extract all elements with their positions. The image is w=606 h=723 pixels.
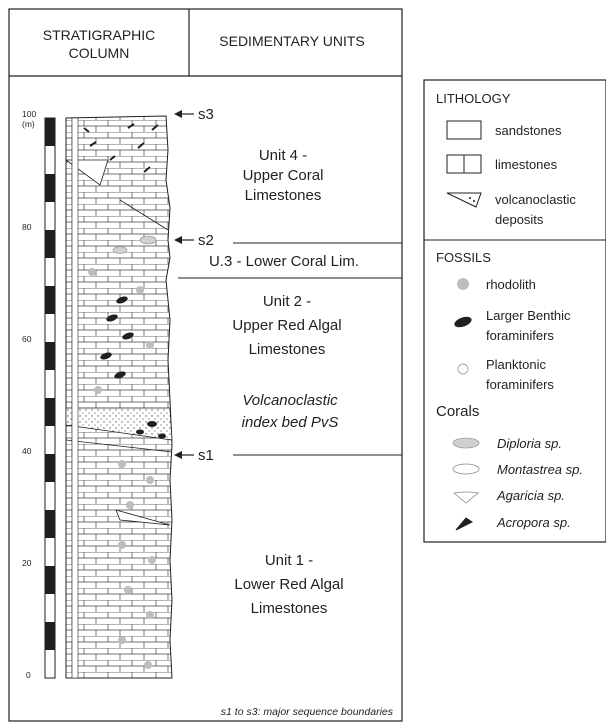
legend-agaricia: Agaricia sp. bbox=[496, 488, 565, 503]
unit2-line3: Limestones bbox=[249, 341, 326, 358]
rhodolith-icon bbox=[457, 278, 469, 290]
tick-unit: (m) bbox=[22, 119, 35, 129]
unit1-line1: Unit 1 - bbox=[265, 552, 313, 569]
unit4-line2: Upper Coral bbox=[243, 167, 324, 184]
legend-lithology-title: LITHOLOGY bbox=[436, 91, 511, 106]
sandstone-swatch bbox=[447, 121, 481, 139]
legend-planktonic: Planktonic bbox=[486, 357, 546, 372]
unit1-line2: Lower Red Algal bbox=[234, 576, 343, 593]
unit2-line1: Unit 2 - bbox=[263, 293, 311, 310]
legend-deposits: deposits bbox=[495, 212, 544, 227]
unit1-line3: Limestones bbox=[251, 600, 328, 617]
unit4-line3: Limestones bbox=[245, 187, 322, 204]
stratigraphic-column bbox=[66, 116, 172, 678]
legend-sandstones: sandstones bbox=[495, 123, 562, 138]
tick-40: 40 bbox=[22, 446, 32, 456]
tick-100: 100 bbox=[22, 109, 36, 119]
tick-60: 60 bbox=[22, 334, 32, 344]
planktonic-foram-icon bbox=[458, 364, 468, 374]
legend-rhodolith: rhodolith bbox=[486, 277, 536, 292]
montastrea-icon bbox=[453, 464, 479, 474]
unit4-line1: Unit 4 - bbox=[259, 147, 307, 164]
legend-larger-benthic-2: foraminifers bbox=[486, 328, 554, 343]
diploria-icon bbox=[453, 438, 479, 448]
unit3-label: U.3 - Lower Coral Lim. bbox=[209, 253, 359, 270]
footnote: s1 to s3: major sequence boundaries bbox=[221, 706, 394, 718]
tick-80: 80 bbox=[22, 222, 32, 232]
limestone-swatch bbox=[447, 155, 481, 173]
header-stratigraphic: STRATIGRAPHIC bbox=[43, 27, 156, 43]
unit2-line2: Upper Red Algal bbox=[232, 317, 341, 334]
tick-0: 0 bbox=[26, 670, 31, 680]
legend-diploria: Diploria sp. bbox=[497, 436, 562, 451]
legend-larger-benthic: Larger Benthic bbox=[486, 308, 571, 323]
legend-limestones: limestones bbox=[495, 157, 558, 172]
tick-20: 20 bbox=[22, 558, 32, 568]
boundary-s3 bbox=[174, 110, 194, 118]
legend-volcanoclastic: volcanoclastic bbox=[495, 192, 576, 207]
header-sedimentary-units: SEDIMENTARY UNITS bbox=[219, 33, 364, 49]
legend-fossils-title: FOSSILS bbox=[436, 250, 491, 265]
boundary-s3-label: s3 bbox=[198, 106, 214, 123]
legend-acropora: Acropora sp. bbox=[496, 515, 571, 530]
index-bed-line1: Volcanoclastic bbox=[242, 392, 338, 409]
legend-corals-title: Corals bbox=[436, 403, 479, 420]
legend-montastrea: Montastrea sp. bbox=[497, 462, 583, 477]
boundary-s1-label: s1 bbox=[198, 447, 214, 464]
legend-planktonic-2: foraminifers bbox=[486, 377, 554, 392]
header-column: COLUMN bbox=[69, 45, 130, 61]
scale-bar bbox=[45, 118, 55, 678]
index-bed-line2: index bed PvS bbox=[242, 414, 339, 431]
boundary-s2-label: s2 bbox=[198, 232, 214, 249]
